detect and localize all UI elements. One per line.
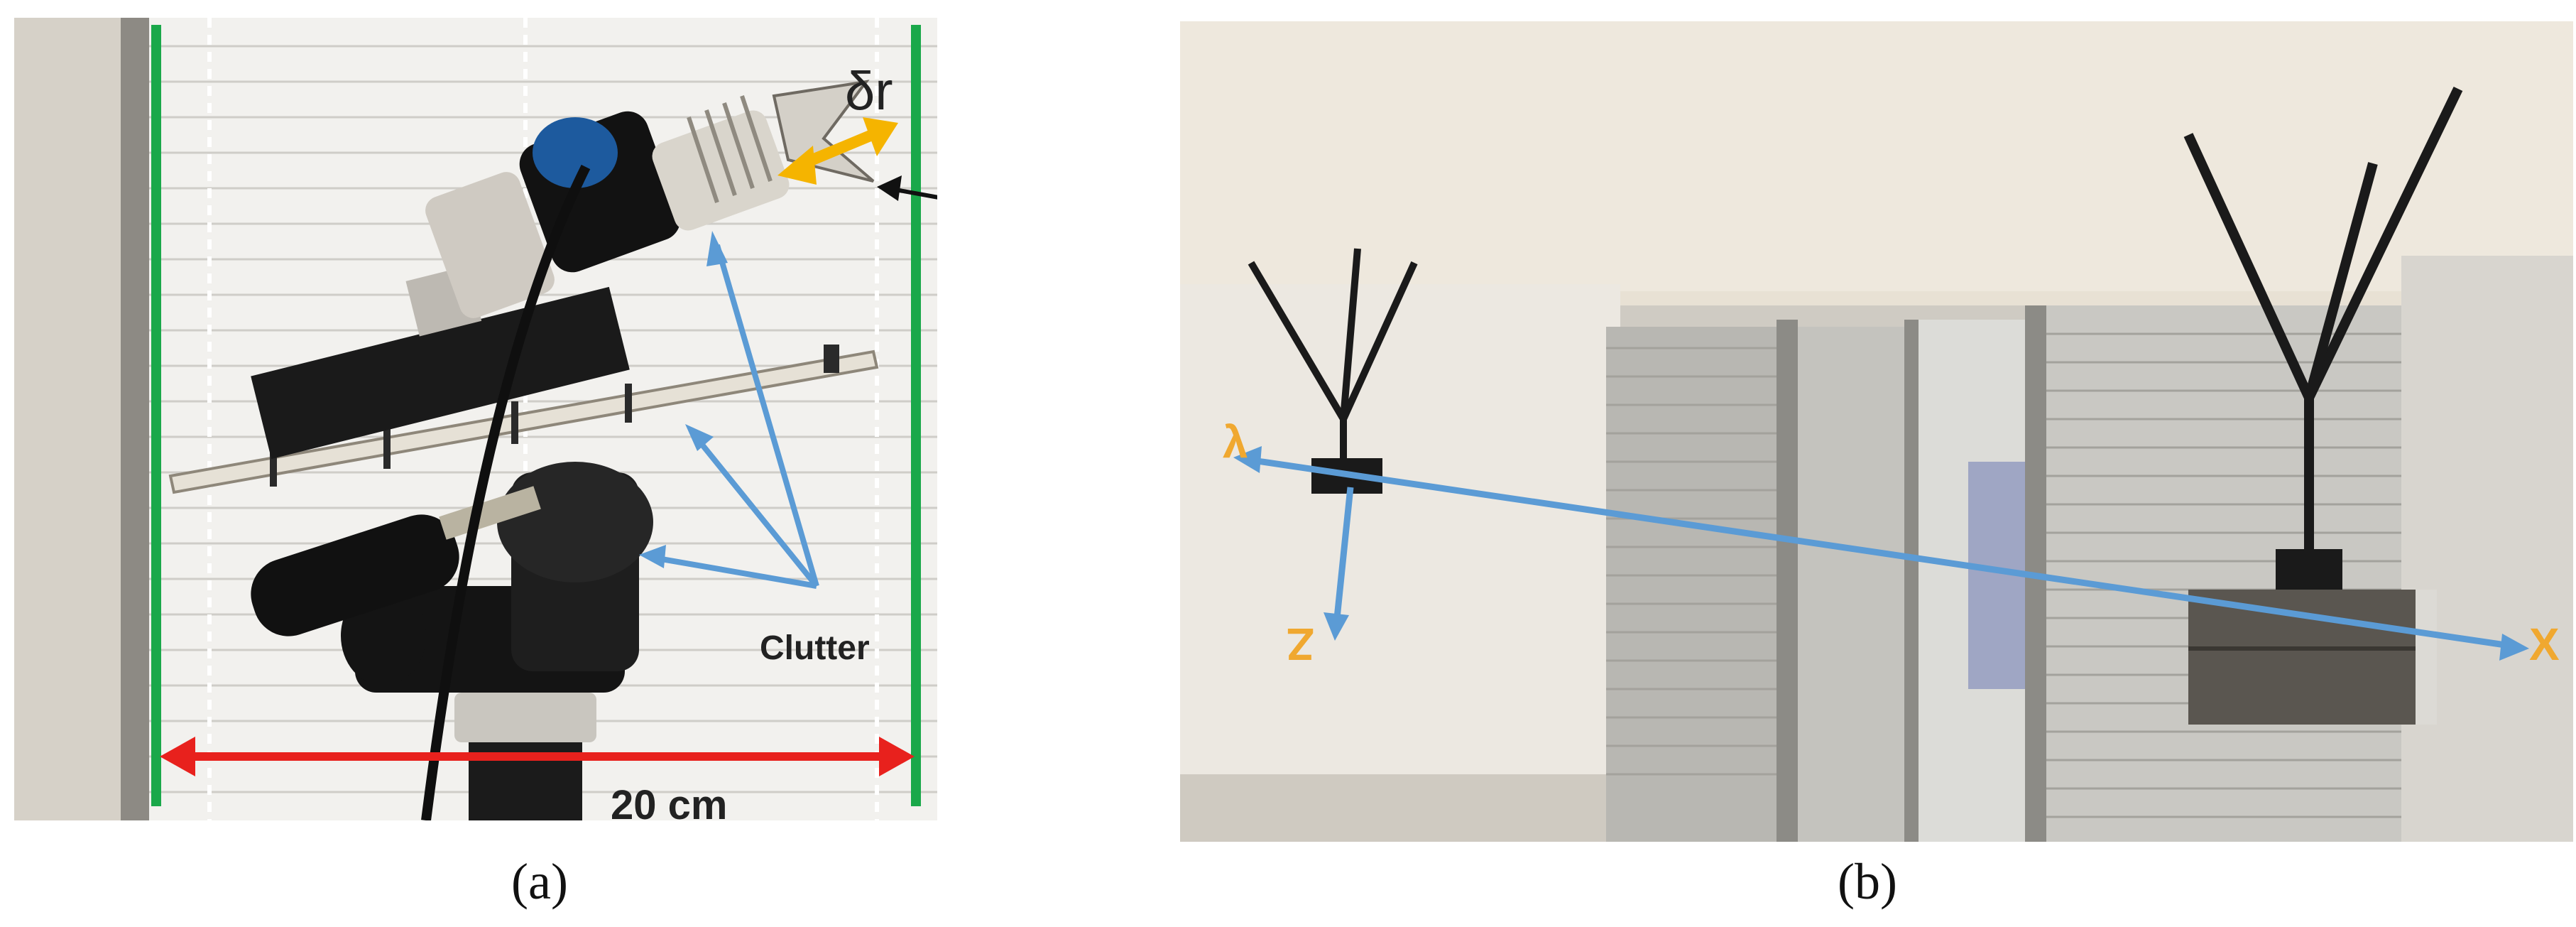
caption-a: (a): [511, 853, 568, 910]
coordinate-axes: [1233, 446, 2529, 661]
photo-a-scene: [14, 18, 937, 820]
clutter-plate: [168, 266, 879, 494]
radar-box: [2188, 590, 2437, 725]
clutter-arrows: [639, 231, 819, 589]
delta-r-arrow: [777, 117, 898, 185]
y-axis-label: λ: [1223, 416, 1248, 467]
z-axis-label: Z: [1287, 619, 1315, 670]
tripod-mount: [251, 462, 653, 820]
photo-panel-b: λ Z X: [1180, 21, 2573, 842]
caption-b: (b): [1838, 853, 1897, 910]
scale-arrow: [160, 737, 915, 776]
photo-b-scene: [1180, 21, 2573, 842]
delta-r-label: δr: [845, 61, 893, 121]
photo-panel-a: δr target Clutter 20 cm: [14, 18, 937, 820]
left-ceiling-mount: [1248, 248, 1418, 494]
target-pointer: [877, 175, 937, 201]
clutter-label: Clutter: [760, 629, 870, 667]
x-axis-label: X: [2529, 619, 2560, 670]
sensor-target-assembly: [421, 80, 875, 820]
scale-label: 20 cm: [611, 782, 728, 820]
